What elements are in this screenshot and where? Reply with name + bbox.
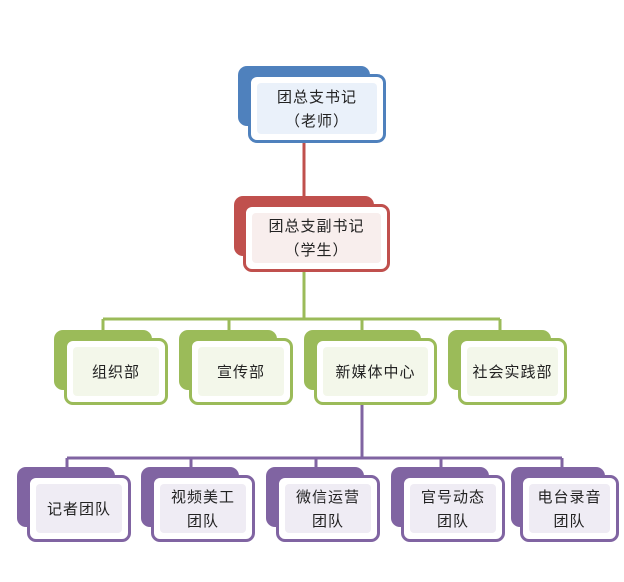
node-team-wechat-ops-card: 微信运营 团队 — [276, 475, 380, 542]
node-dept-social-practice-card: 社会实践部 — [458, 338, 567, 405]
node-team-video-art-line2: 团队 — [186, 511, 219, 530]
node-team-official-news-card: 官号动态 团队 — [401, 475, 505, 542]
node-dept-organization-card: 组织部 — [64, 338, 168, 405]
node-team-video-art-line1: 视频美工 — [170, 487, 235, 506]
node-team-radio-card: 电台录音 团队 — [520, 475, 619, 542]
node-dept-new-media-label: 新媒体中心 — [335, 362, 416, 381]
node-dept-publicity-card: 宣传部 — [189, 338, 293, 405]
node-dept-social-practice-label: 社会实践部 — [472, 362, 553, 381]
node-team-wechat-ops-line1: 微信运营 — [295, 487, 360, 506]
node-secretary: 团总支书记 （老师） — [238, 66, 386, 143]
node-team-video-art-card: 视频美工 团队 — [151, 475, 255, 542]
node-dept-publicity-label: 宣传部 — [216, 362, 265, 381]
node-dept-publicity: 宣传部 — [179, 330, 293, 405]
node-team-official-news: 官号动态 团队 — [391, 467, 505, 542]
node-dept-organization: 组织部 — [54, 330, 168, 405]
node-secretary-card: 团总支书记 （老师） — [248, 74, 386, 143]
node-deputy-card: 团总支副书记 （学生） — [243, 204, 390, 272]
node-team-wechat-ops-line2: 团队 — [311, 511, 344, 530]
node-team-reporters-label: 记者团队 — [46, 499, 111, 518]
node-team-official-news-line1: 官号动态 — [420, 487, 485, 506]
node-secretary-subtitle: （老师） — [284, 111, 349, 130]
node-dept-new-media: 新媒体中心 — [304, 330, 437, 405]
node-deputy-subtitle: （学生） — [284, 241, 349, 259]
node-dept-organization-label: 组织部 — [91, 362, 140, 381]
node-team-reporters-card: 记者团队 — [27, 475, 131, 542]
node-team-radio-line2: 团队 — [553, 511, 586, 530]
node-team-wechat-ops: 微信运营 团队 — [266, 467, 380, 542]
node-deputy-secretary: 团总支副书记 （学生） — [234, 196, 390, 272]
node-team-reporters: 记者团队 — [17, 467, 131, 542]
node-dept-new-media-card: 新媒体中心 — [314, 338, 437, 405]
node-deputy-title: 团总支副书记 — [268, 217, 365, 235]
node-team-radio-line1: 电台录音 — [537, 487, 602, 506]
node-team-official-news-line2: 团队 — [436, 511, 469, 530]
node-team-video-art: 视频美工 团队 — [141, 467, 255, 542]
node-secretary-title: 团总支书记 — [276, 87, 357, 106]
node-team-radio: 电台录音 团队 — [511, 467, 619, 542]
node-dept-social-practice: 社会实践部 — [448, 330, 567, 405]
